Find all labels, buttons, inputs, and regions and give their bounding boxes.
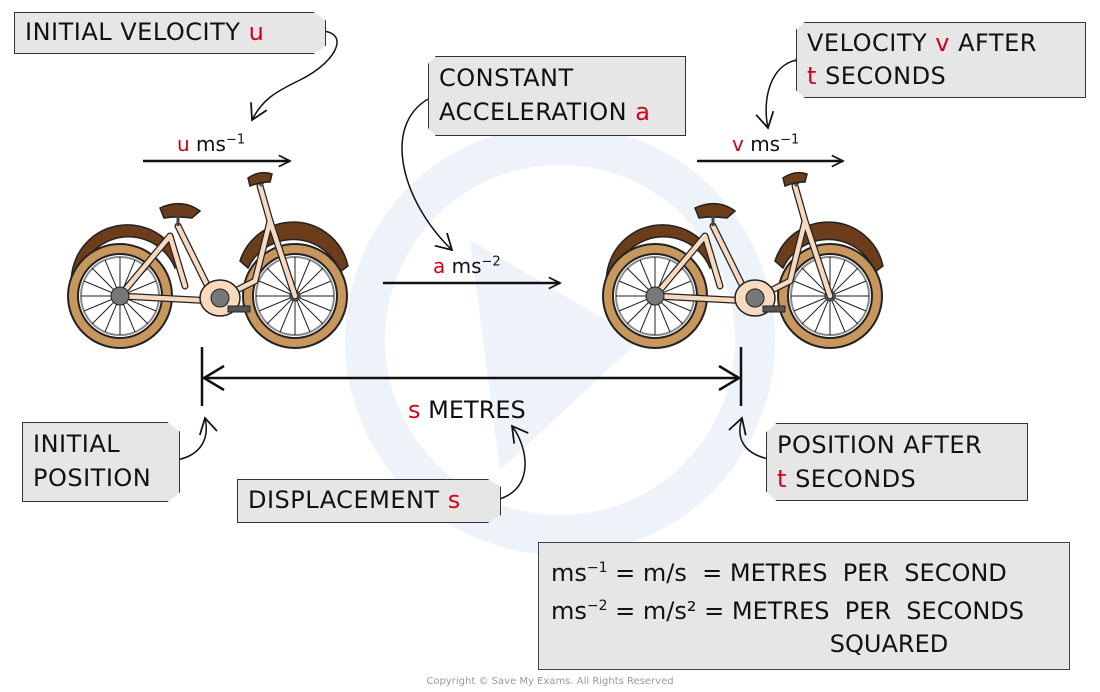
- variable-a: a: [433, 254, 446, 278]
- unit: ms: [551, 559, 587, 587]
- unit: ms: [750, 132, 781, 156]
- tag-text: INITIAL VELOCITY: [25, 18, 241, 46]
- variable-t: t: [807, 62, 817, 90]
- tag-line-2: SECONDS: [795, 465, 917, 493]
- tag-word-velocity: VELOCITY: [807, 29, 928, 57]
- variable-t: t: [777, 465, 787, 493]
- label-acceleration: a ms−2: [433, 254, 501, 278]
- tag-text: DISPLACEMENT: [248, 486, 440, 514]
- units-row-acceleration: ms−2 = m/s² = METRES PER SECONDS: [551, 587, 1057, 625]
- units-definition-box: ms−1 = m/s = METRES PER SECOND ms−2 = m/…: [538, 542, 1070, 670]
- meaning: METRES PER SECOND: [729, 559, 1007, 587]
- tag-line-1: INITIAL: [33, 430, 121, 458]
- unit-exponent: −2: [481, 254, 501, 270]
- unit: ms: [451, 254, 482, 278]
- copyright-notice: Copyright © Save My Exams. All Rights Re…: [426, 676, 674, 687]
- unit-exponent: −1: [586, 560, 608, 576]
- variable-s: s: [408, 396, 421, 424]
- tag-word-after: AFTER: [958, 29, 1037, 57]
- units-row-continuation: SQUARED: [551, 625, 1057, 663]
- label-text: METRES: [428, 396, 526, 424]
- label-velocity-u: u ms−1: [177, 132, 245, 156]
- pointer-initial-velocity: [250, 30, 338, 122]
- label-velocity-v: v ms−1: [732, 132, 799, 156]
- tag-word-seconds: SECONDS: [825, 62, 947, 90]
- tag-velocity-after: VELOCITY v AFTER t SECONDS: [796, 22, 1086, 98]
- pointer-velocity-v: [755, 59, 798, 130]
- tag-displacement: DISPLACEMENT s: [237, 479, 501, 523]
- variable-v: v: [935, 29, 950, 57]
- variable-v: v: [732, 132, 744, 156]
- pointer-position-after: [728, 416, 774, 461]
- tag-line-2: ACCELERATION: [439, 98, 628, 126]
- unit: ms: [551, 597, 587, 625]
- variable-u: u: [177, 132, 190, 156]
- meaning: METRES PER SECONDS: [731, 597, 1025, 625]
- watermark-logo: [345, 125, 775, 555]
- pointer-acceleration: [401, 95, 454, 252]
- variable-u: u: [248, 18, 265, 46]
- tag-initial-velocity: INITIAL VELOCITY u: [14, 12, 326, 54]
- tag-line-1: POSITION AFTER: [777, 431, 983, 459]
- unit: ms: [196, 132, 226, 156]
- tag-line-1: CONSTANT: [439, 64, 574, 92]
- unit-exponent: −1: [780, 132, 800, 148]
- label-s-metres: s METRES: [408, 396, 526, 424]
- unit-exponent: −2: [586, 598, 608, 614]
- equivalent: = m/s =: [607, 559, 730, 587]
- equivalent: = m/s² =: [607, 597, 732, 625]
- tag-position-after: POSITION AFTER t SECONDS: [766, 423, 1028, 501]
- variable-s: s: [447, 486, 461, 514]
- tag-initial-position: INITIAL POSITION: [22, 422, 180, 502]
- pointer-displacement: [489, 424, 529, 502]
- bicycle-initial: [68, 173, 348, 348]
- units-row-velocity: ms−1 = m/s = METRES PER SECOND: [551, 549, 1057, 587]
- tag-line-2: POSITION: [33, 464, 152, 492]
- displacement-measure: [200, 347, 743, 406]
- unit-exponent: −1: [225, 132, 246, 148]
- tag-constant-acceleration: CONSTANT ACCELERATION a: [428, 56, 686, 136]
- variable-a: a: [635, 98, 651, 126]
- meaning-continuation: SQUARED: [829, 630, 949, 658]
